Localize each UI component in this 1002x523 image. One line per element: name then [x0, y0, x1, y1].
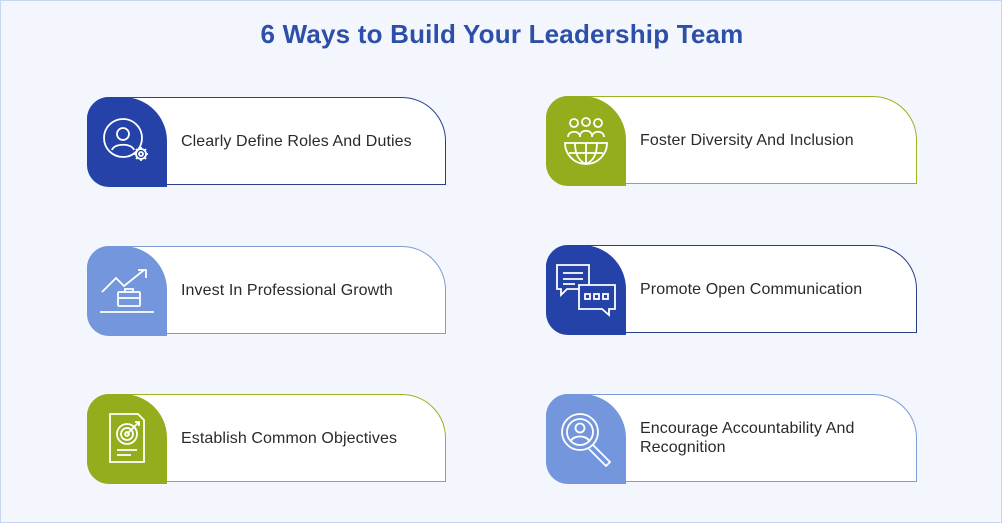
card-icon-box [87, 394, 167, 484]
card-diversity: Foster Diversity And Inclusion [546, 96, 917, 186]
card-label: Promote Open Communication [640, 280, 863, 298]
card-accountability: Encourage Accountability And Recognition [546, 394, 917, 484]
card-label: Encourage Accountability And Recognition [640, 420, 855, 456]
card-icon-box [546, 394, 626, 484]
card-icon-box [87, 246, 167, 336]
card-define-roles: Clearly Define Roles And Duties [87, 97, 446, 187]
card-icon-box [546, 96, 626, 186]
card-label: Clearly Define Roles And Duties [181, 132, 412, 150]
card-label: Foster Diversity And Inclusion [640, 131, 854, 149]
card-common-objectives: Establish Common Objectives [87, 394, 446, 484]
card-label: Invest In Professional Growth [181, 281, 393, 299]
person-gear-icon [99, 114, 155, 170]
search-person-icon [556, 410, 616, 468]
briefcase-growth-icon [98, 266, 156, 316]
chat-bubbles-icon [553, 261, 619, 319]
target-document-icon [104, 410, 150, 468]
card-icon-box [87, 97, 167, 187]
card-professional-growth: Invest In Professional Growth [87, 246, 446, 336]
page-title: 6 Ways to Build Your Leadership Team [260, 19, 744, 49]
card-open-communication: Promote Open Communication [546, 245, 917, 335]
card-icon-box [546, 245, 626, 335]
card-label: Establish Common Objectives [181, 429, 398, 447]
group-globe-icon [557, 113, 615, 169]
